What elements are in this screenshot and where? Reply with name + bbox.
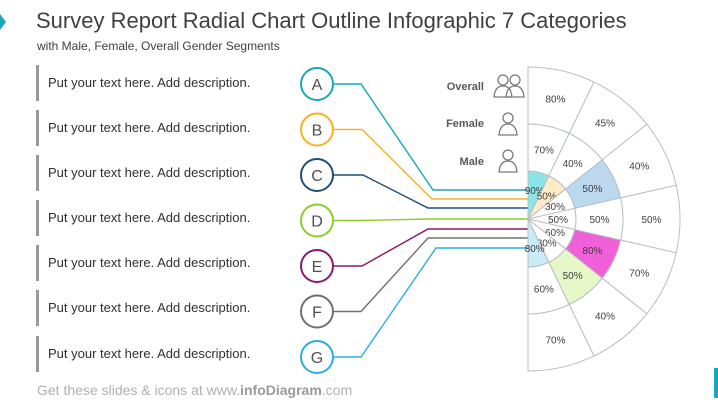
value-label-e-male: 60% — [545, 228, 565, 239]
value-label-e-female: 80% — [582, 246, 602, 257]
value-label-b-male: 50% — [537, 192, 557, 203]
category-letter-b: B — [312, 123, 323, 140]
category-letter-d: D — [311, 214, 323, 231]
segment-icons — [493, 74, 525, 173]
description-e: Put your text here. Add description. — [36, 245, 250, 281]
slide-accent-left — [0, 14, 6, 30]
value-label-c-male: 30% — [545, 202, 565, 213]
category-circle-f — [300, 294, 334, 329]
description-c-text: Put your text here. Add description. — [48, 165, 251, 180]
category-circle-c — [300, 158, 334, 192]
value-label-b-female: 40% — [563, 159, 583, 170]
description-e-text: Put your text here. Add description. — [48, 255, 251, 270]
description-a-text: Put your text here. Add description. — [48, 75, 251, 90]
radial-chart: 90%70%80%50%40%45%30%50%40%50%50%50%60%8… — [525, 66, 681, 372]
value-label-c-female: 50% — [582, 184, 602, 195]
value-label-f-female: 50% — [563, 271, 583, 282]
value-label-a-overall: 80% — [545, 95, 565, 106]
category-letter-a: A — [312, 77, 323, 94]
description-c: Put your text here. Add description. — [36, 155, 250, 191]
legend-male-label: Male — [459, 156, 484, 168]
connector-lines — [333, 83, 548, 358]
description-b: Put your text here. Add description. — [36, 110, 250, 146]
category-circle-g — [300, 340, 334, 374]
group-icon — [493, 74, 525, 98]
category-letter-f: F — [312, 305, 322, 322]
connector-e — [333, 228, 543, 267]
connector-c — [333, 174, 543, 209]
value-label-c-overall: 40% — [629, 161, 649, 172]
connector-b — [333, 128, 538, 200]
value-label-d-female: 50% — [589, 215, 609, 226]
female-icon — [498, 112, 518, 136]
category-letter-e: E — [312, 259, 323, 276]
connector-f — [333, 237, 538, 313]
category-circle-a — [300, 67, 334, 101]
value-label-a-male: 90% — [525, 186, 545, 197]
category-circle-d — [300, 203, 334, 238]
value-label-e-overall: 70% — [629, 269, 649, 280]
value-label-b-overall: 45% — [595, 118, 615, 129]
connector-d — [333, 218, 544, 222]
description-g-text: Put your text here. Add description. — [48, 346, 251, 361]
category-letter-c: C — [311, 168, 323, 185]
male-icon — [498, 149, 518, 173]
legend-female-label: Female — [446, 118, 484, 130]
footer-prefix: Get these slides & icons at www. — [37, 382, 241, 398]
value-label-g-female: 60% — [534, 285, 554, 296]
page-subtitle: with Male, Female, Overall Gender Segmen… — [37, 39, 280, 53]
footer-suffix: .com — [321, 382, 353, 398]
category-circle-e — [300, 249, 334, 283]
description-b-text: Put your text here. Add description. — [48, 120, 251, 135]
value-label-d-overall: 50% — [641, 215, 661, 226]
description-g: Put your text here. Add description. — [36, 336, 250, 372]
page-title: Survey Report Radial Chart Outline Infog… — [36, 8, 627, 33]
category-circle-b — [300, 112, 334, 147]
value-label-a-female: 70% — [534, 145, 554, 156]
description-a: Put your text here. Add description. — [36, 65, 250, 101]
description-d: Put your text here. Add description. — [36, 200, 250, 236]
description-f: Put your text here. Add description. — [36, 290, 250, 326]
value-label-d-male: 50% — [548, 215, 568, 226]
description-f-text: Put your text here. Add description. — [48, 300, 251, 315]
description-d-text: Put your text here. Add description. — [48, 210, 251, 225]
category-letter-g: G — [311, 350, 323, 367]
value-label-f-male: 30% — [537, 239, 557, 250]
slide-accent-right — [714, 368, 718, 398]
footer-credit: Get these slides & icons at www.infoDiag… — [37, 382, 352, 398]
value-label-g-male: 80% — [525, 244, 545, 255]
category-circles: A B C D E F G — [300, 67, 334, 374]
connector-g — [333, 247, 532, 358]
connector-a — [333, 83, 532, 191]
cell-g-overall — [527, 303, 595, 372]
footer-brand: infoDiagram — [240, 382, 322, 398]
value-label-g-overall: 70% — [545, 335, 565, 346]
legend-overall-label: Overall — [446, 81, 484, 93]
value-label-f-overall: 40% — [595, 312, 615, 323]
